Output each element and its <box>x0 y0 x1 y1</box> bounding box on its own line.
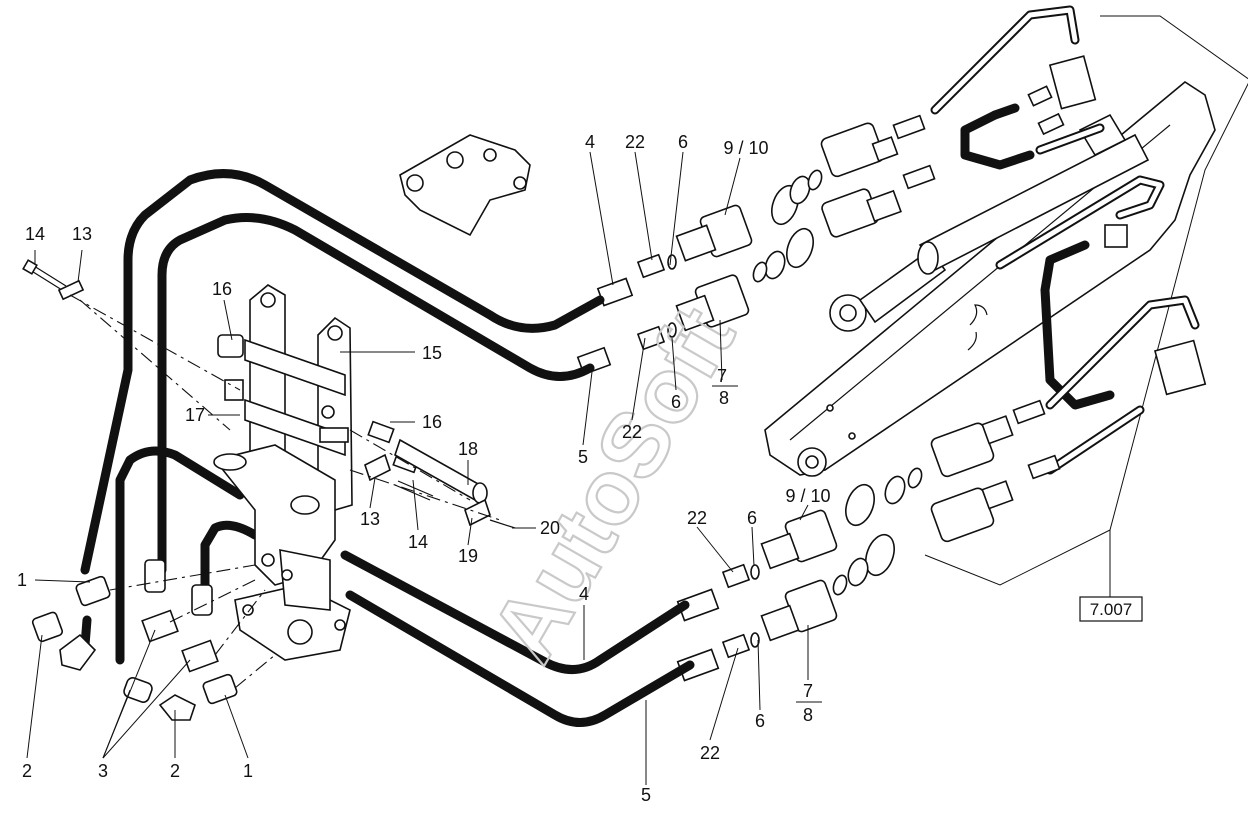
label-4-low: 4 <box>579 584 589 604</box>
label-17: 17 <box>185 405 205 425</box>
label-19: 19 <box>458 546 478 566</box>
label-6-low: 6 <box>747 508 757 528</box>
label-3: 3 <box>98 761 108 781</box>
label-6-mid: 6 <box>671 392 681 412</box>
label-16-top: 16 <box>212 279 232 299</box>
label-2-right: 2 <box>170 761 180 781</box>
label-1-right: 1 <box>243 761 253 781</box>
left-fittings <box>31 559 276 721</box>
valve-block-bottom <box>995 175 1207 475</box>
label-6-top: 6 <box>678 132 688 152</box>
label-6-bot: 6 <box>755 711 765 731</box>
coupler-set-upper <box>576 114 936 376</box>
reference-box <box>1079 596 1143 622</box>
label-7-top: 7 <box>717 366 727 386</box>
label-22-bot: 22 <box>700 743 720 763</box>
label-7-low: 7 <box>803 681 813 701</box>
label-14-mid: 14 <box>408 532 428 552</box>
callout-labels: 14 13 16 15 17 16 18 13 14 19 20 4 22 6 … <box>17 132 831 805</box>
label-9-10-low: 9 / 10 <box>785 486 830 506</box>
label-5-bot: 5 <box>641 785 651 805</box>
small-parts <box>22 259 516 529</box>
hoses <box>80 169 695 727</box>
label-22-top: 22 <box>625 132 645 152</box>
label-5-mid: 5 <box>578 447 588 467</box>
label-1-left: 1 <box>17 570 27 590</box>
attachment-plate <box>399 134 531 237</box>
label-15: 15 <box>422 343 442 363</box>
label-2-left: 2 <box>22 761 32 781</box>
label-22-mid: 22 <box>622 422 642 442</box>
label-4-top: 4 <box>585 132 595 152</box>
label-14-top: 14 <box>25 224 45 244</box>
label-9-10-top: 9 / 10 <box>723 138 768 158</box>
leader-lines <box>26 151 809 785</box>
label-13-mid: 13 <box>360 509 380 529</box>
reference-number: 7.007 <box>1090 600 1133 619</box>
assembly-bracket: 7.007 <box>924 15 1248 622</box>
label-8-top: 8 <box>719 388 729 408</box>
loader-arm <box>764 81 1216 477</box>
watermark: AutoSoft <box>472 291 754 678</box>
label-8-low: 8 <box>803 705 813 725</box>
label-22-low: 22 <box>687 508 707 528</box>
label-18: 18 <box>458 439 478 459</box>
label-20: 20 <box>540 518 560 538</box>
mount-bracket <box>213 284 353 661</box>
coupler-set-lower <box>676 399 1061 682</box>
label-13-top: 13 <box>72 224 92 244</box>
valve-block-top <box>930 5 1105 170</box>
label-16-mid: 16 <box>422 412 442 432</box>
